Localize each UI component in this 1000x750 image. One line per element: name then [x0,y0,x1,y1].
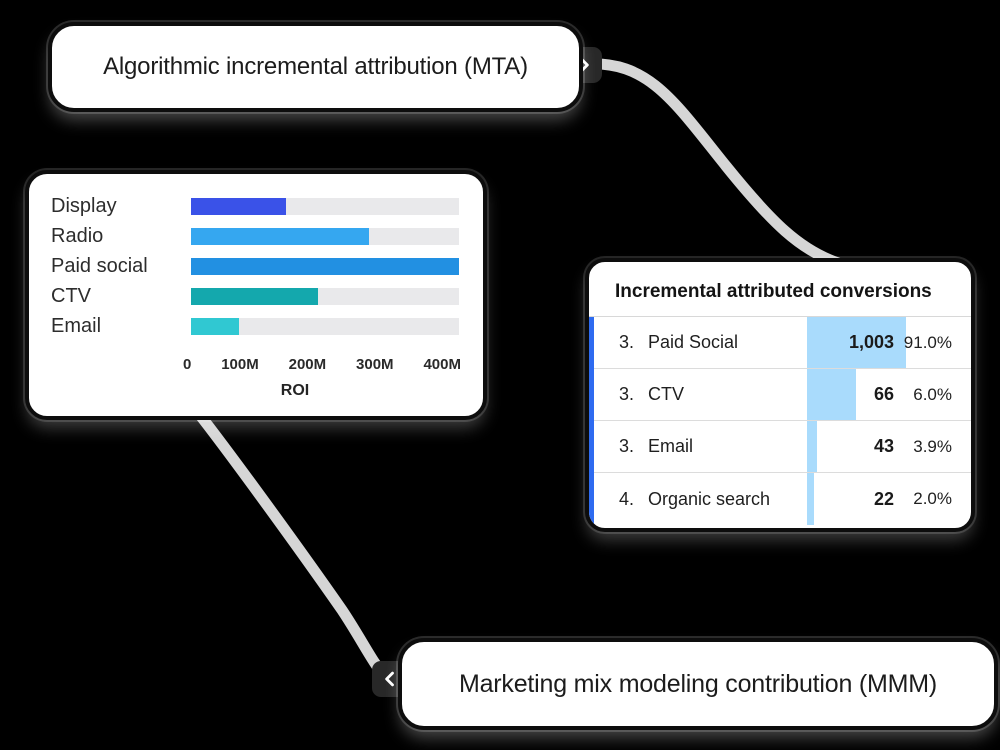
node-mta-label: Algorithmic incremental attribution (MTA… [103,53,528,80]
table-row: 3. Paid Social 1,003 91.0% [589,317,971,369]
row-value-bar [807,421,817,472]
row-value: 1,003 [848,332,894,352]
row-value: 66 [873,384,894,404]
row-value: 43 [873,436,894,456]
row-channel: CTV [648,384,684,404]
bar-track [191,227,459,245]
connector-roi-to-mmm [190,404,392,684]
bar-track [191,317,459,335]
bar-fill-ctv [191,287,319,305]
chart-row-paid-social: Paid social [51,251,459,281]
x-tick: 0 [183,356,192,373]
row-rank: 4. [619,488,635,509]
bar-fill-radio [191,227,369,245]
x-tick: 200M [288,356,327,373]
row-rank: 3. [619,332,635,352]
chart-label: Display [51,194,117,217]
row-rank: 3. [619,384,635,404]
conversions-title: Incremental attributed conversions [615,281,932,302]
chart-label: Radio [51,224,104,247]
node-mta[interactable]: Algorithmic incremental attribution (MTA… [48,22,583,112]
x-axis-label: ROI [280,382,310,399]
table-row: 4. Organic search 22 2.0% [589,473,971,525]
row-channel: Email [648,436,694,456]
row-percent: 6.0% [913,384,952,404]
chevron-right-icon [580,57,589,73]
row-rank: 3. [619,436,635,456]
bar-fill-email [191,317,239,335]
conversions-rows: 3. Paid Social 1,003 91.0% 3. CTV 66 6.0… [589,317,971,525]
accent-stripe [589,317,594,525]
row-value: 22 [873,488,894,509]
row-percent: 91.0% [903,332,952,352]
conversions-card: Incremental attributed conversions 3. Pa… [585,258,975,532]
row-value-bar [807,473,814,525]
bar-track [191,257,459,275]
table-row: 3. Email 43 3.9% [589,421,971,473]
row-value-bar [807,369,856,420]
node-mmm[interactable]: Marketing mix modeling contribution (MMM… [398,638,998,730]
table-row: 3. CTV 66 6.0% [589,369,971,421]
row-percent: 2.0% [913,489,952,508]
row-channel: Paid Social [648,332,739,352]
node-mmm-label: Marketing mix modeling contribution (MMM… [458,669,938,698]
chart-row-ctv: CTV [51,281,459,311]
chart-row-display: Display [51,191,459,221]
x-tick: 400M [423,356,461,373]
chart-row-radio: Radio [51,221,459,251]
title-separator [589,316,971,317]
row-channel: Organic search [648,488,771,509]
x-tick: 300M [356,356,394,373]
x-axis-ticks: 0 100M 200M 300M 400M [183,356,461,373]
x-tick: 100M [221,356,259,373]
bar-fill-paid-social [191,257,459,275]
row-percent: 3.9% [913,436,952,456]
row-value-bar [807,317,906,368]
chart-label: Email [51,314,102,337]
chevron-left-icon [385,671,394,687]
chart-row-email: Email [51,311,459,341]
chart-label: Paid social [51,254,148,277]
bar-track [191,287,459,305]
roi-chart-card: Display Radio Paid social CTV Email [25,170,487,420]
bar-fill-display [191,197,286,215]
bar-track [191,197,459,215]
chart-label: CTV [51,284,91,307]
connector-mta-to-conversions [584,58,844,269]
